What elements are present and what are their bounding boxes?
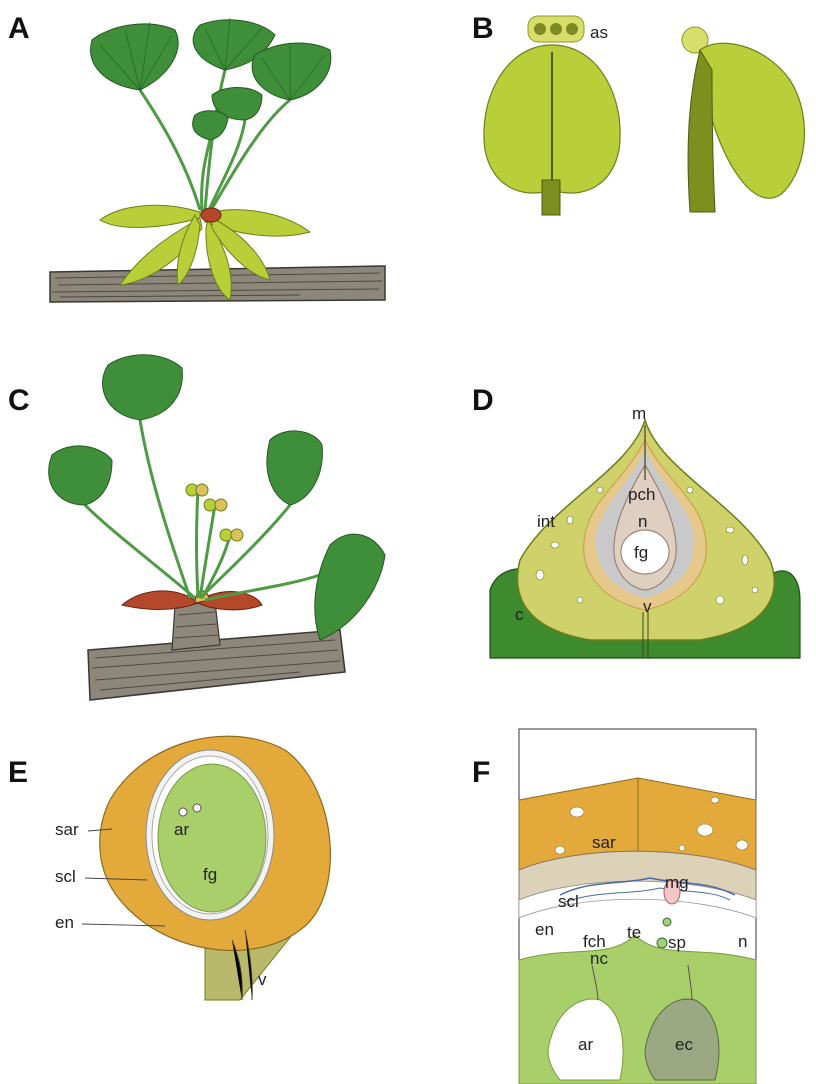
panel-f: F sar scl mg en n fc bbox=[472, 729, 756, 1084]
label-ar: ar bbox=[174, 820, 189, 839]
panel-d: D m pch n fg int c v bbox=[472, 384, 800, 658]
label-nc: nc bbox=[590, 949, 608, 968]
label-fg-e: fg bbox=[203, 865, 217, 884]
panel-a-letter: A bbox=[8, 12, 30, 45]
panel-d-letter: D bbox=[472, 384, 494, 417]
panel-a: A bbox=[8, 12, 385, 302]
pollen-chamber-section bbox=[519, 729, 756, 1084]
label-sar-f: sar bbox=[592, 833, 616, 852]
label-sar: sar bbox=[55, 820, 79, 839]
label-ec: ec bbox=[675, 1035, 693, 1054]
panel-c-letter: C bbox=[8, 384, 30, 417]
label-en-f: en bbox=[535, 920, 554, 939]
ovule-side-view bbox=[682, 27, 804, 212]
label-pch: pch bbox=[628, 485, 655, 504]
label-v-e: v bbox=[258, 970, 267, 989]
label-n-f: n bbox=[738, 932, 747, 951]
panel-b: B as bbox=[472, 12, 804, 215]
ovule-section bbox=[518, 420, 775, 658]
panel-e-letter: E bbox=[8, 756, 28, 789]
label-te: te bbox=[627, 923, 641, 942]
ovule-front-view bbox=[484, 16, 620, 215]
label-en: en bbox=[55, 913, 74, 932]
fan-leaves bbox=[91, 20, 331, 140]
panel-c: C bbox=[8, 355, 385, 700]
label-sp: sp bbox=[668, 933, 686, 952]
label-m: m bbox=[632, 404, 646, 423]
label-ar-f: ar bbox=[578, 1035, 593, 1054]
label-v: v bbox=[643, 597, 652, 616]
label-as: as bbox=[590, 23, 608, 42]
label-scl-f: scl bbox=[558, 892, 579, 911]
panel-e: E sar ar fg scl en v bbox=[8, 736, 330, 1000]
label-mg: mg bbox=[665, 873, 689, 892]
label-c: c bbox=[515, 605, 524, 624]
branch-illustration bbox=[88, 602, 345, 700]
label-fg: fg bbox=[634, 543, 648, 562]
label-int: int bbox=[537, 512, 555, 531]
label-n: n bbox=[638, 512, 647, 531]
panel-b-letter: B bbox=[472, 12, 494, 45]
panel-f-letter: F bbox=[472, 756, 490, 789]
label-scl: scl bbox=[55, 867, 76, 886]
